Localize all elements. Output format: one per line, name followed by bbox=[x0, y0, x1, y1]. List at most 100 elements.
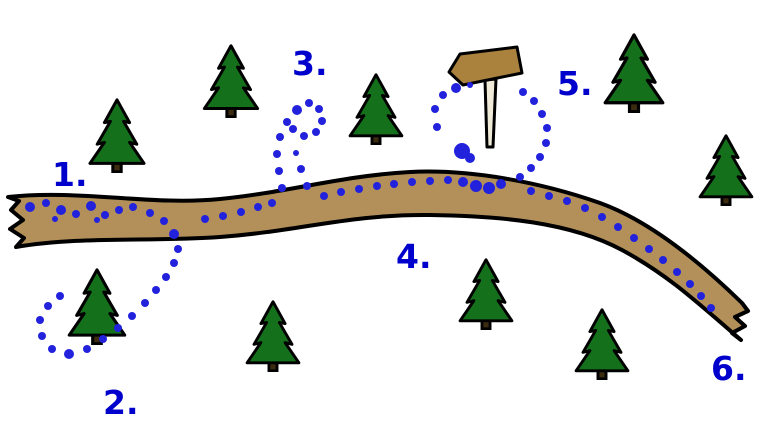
pine-tree-icon bbox=[202, 44, 260, 118]
trail-dot bbox=[146, 209, 154, 217]
trail-dot bbox=[483, 182, 495, 194]
trail-dot bbox=[101, 211, 109, 219]
trail-dot bbox=[542, 139, 550, 147]
signpost bbox=[447, 45, 524, 149]
trail-dot bbox=[408, 178, 416, 186]
trail-dot bbox=[56, 205, 66, 215]
trail-dot bbox=[530, 97, 538, 105]
trail-dot bbox=[614, 223, 622, 231]
trail-dot bbox=[114, 324, 122, 332]
trail-dot bbox=[645, 245, 653, 253]
waypoint-label: 2. bbox=[103, 383, 139, 422]
trail-dot bbox=[86, 201, 96, 211]
trail-dot bbox=[697, 292, 705, 300]
trail-dot bbox=[278, 184, 286, 192]
trail-dot bbox=[527, 164, 535, 172]
trail-dot bbox=[174, 245, 182, 253]
dirt-path-shape bbox=[6, 169, 750, 342]
trail-dot bbox=[128, 312, 136, 320]
trail-dot bbox=[318, 117, 326, 125]
trail-dot bbox=[707, 304, 715, 312]
trail-dot bbox=[44, 302, 52, 310]
trail-dot bbox=[686, 280, 694, 288]
trail-dot bbox=[72, 210, 80, 218]
trail-dot bbox=[433, 123, 441, 131]
trail-dot bbox=[300, 132, 308, 140]
waypoint-label: 3. bbox=[292, 44, 328, 83]
pine-tree-icon bbox=[67, 268, 127, 345]
trail-dot bbox=[426, 177, 434, 185]
signpost-board-icon bbox=[447, 45, 524, 87]
waypoint-label: 1. bbox=[52, 155, 88, 194]
trail-dot bbox=[543, 124, 551, 132]
trail-dot bbox=[268, 199, 276, 207]
trail-dot bbox=[598, 213, 606, 221]
trail-dot bbox=[201, 215, 209, 223]
trail-dot bbox=[52, 216, 58, 222]
trail-dot bbox=[42, 199, 50, 207]
trail-dot bbox=[355, 185, 363, 193]
trail-dot bbox=[496, 179, 506, 189]
trail-dot bbox=[538, 110, 546, 118]
trail-dot bbox=[276, 133, 284, 141]
trail-dot bbox=[373, 182, 381, 190]
trail-dot bbox=[516, 173, 524, 181]
trail-dot bbox=[305, 99, 313, 107]
trail-dot bbox=[83, 345, 91, 353]
trail-dot bbox=[38, 332, 46, 340]
trail-dot bbox=[275, 167, 283, 175]
trail-dot bbox=[337, 188, 345, 196]
trail-dot bbox=[56, 292, 64, 300]
trail-dot bbox=[297, 165, 305, 173]
trail-dot bbox=[451, 83, 461, 93]
trail-dot bbox=[293, 150, 299, 156]
trail-dot bbox=[320, 192, 328, 200]
pine-tree-icon bbox=[88, 98, 146, 173]
pine-tree-icon bbox=[348, 73, 404, 145]
trail-dot bbox=[465, 153, 475, 163]
trail-dot bbox=[444, 176, 452, 184]
trail-dot bbox=[519, 88, 527, 96]
trail-dot bbox=[152, 286, 160, 294]
trail-dot bbox=[673, 268, 681, 276]
pine-tree-icon bbox=[603, 33, 665, 113]
waypoint-label: 4. bbox=[396, 237, 432, 276]
trail-dot bbox=[630, 234, 638, 242]
trail-dot bbox=[162, 273, 170, 281]
trail-dot bbox=[292, 105, 302, 115]
trail-dot bbox=[36, 316, 44, 324]
trail-dot bbox=[169, 229, 179, 239]
trail-dot bbox=[390, 180, 398, 188]
pine-tree-icon bbox=[574, 308, 630, 380]
trail-dot bbox=[545, 192, 553, 200]
signpost-pole bbox=[483, 77, 498, 149]
trail-dot bbox=[536, 153, 544, 161]
trail-dot bbox=[581, 204, 589, 212]
trail-dot bbox=[129, 203, 137, 211]
trail-dot bbox=[470, 180, 482, 192]
trail-dot bbox=[527, 187, 535, 195]
trail-dot bbox=[439, 91, 447, 99]
pine-tree-icon bbox=[698, 134, 754, 206]
trail-dot bbox=[141, 299, 149, 307]
trail-dot bbox=[115, 206, 123, 214]
trail-dot bbox=[48, 345, 56, 353]
trail-dot bbox=[283, 118, 291, 126]
trail-dot bbox=[563, 197, 571, 205]
trail-dot bbox=[219, 212, 227, 220]
trail-dot bbox=[431, 105, 439, 113]
dotted-trail bbox=[25, 82, 715, 359]
dirt-path bbox=[6, 169, 750, 342]
waypoint-label: 5. bbox=[557, 64, 593, 103]
trail-dot bbox=[99, 335, 107, 343]
trail-dot bbox=[25, 202, 35, 212]
trail-dot bbox=[458, 177, 468, 187]
trail-dot bbox=[315, 105, 323, 113]
trail-dot bbox=[312, 128, 320, 136]
pine-tree-icon bbox=[458, 258, 514, 330]
trail-dot bbox=[170, 259, 178, 267]
trail-dot bbox=[237, 208, 245, 216]
waypoint-labels: 1.2.3.4.5.6. bbox=[52, 44, 747, 422]
trail-dot bbox=[659, 256, 667, 264]
